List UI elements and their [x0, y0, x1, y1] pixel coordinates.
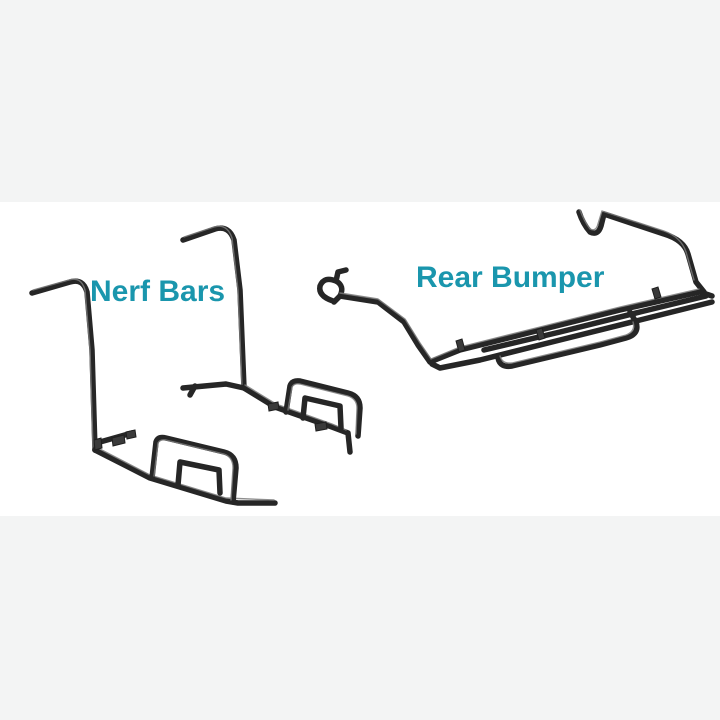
right-nerf-bar	[180, 225, 363, 455]
top-background-band	[0, 0, 720, 202]
rear-bumper	[317, 209, 715, 371]
bottom-background-band	[0, 516, 720, 720]
left-nerf-bar	[29, 278, 278, 506]
rear-bumper-label: Rear Bumper	[416, 261, 605, 294]
nerf-bars-label: Nerf Bars	[90, 275, 226, 308]
